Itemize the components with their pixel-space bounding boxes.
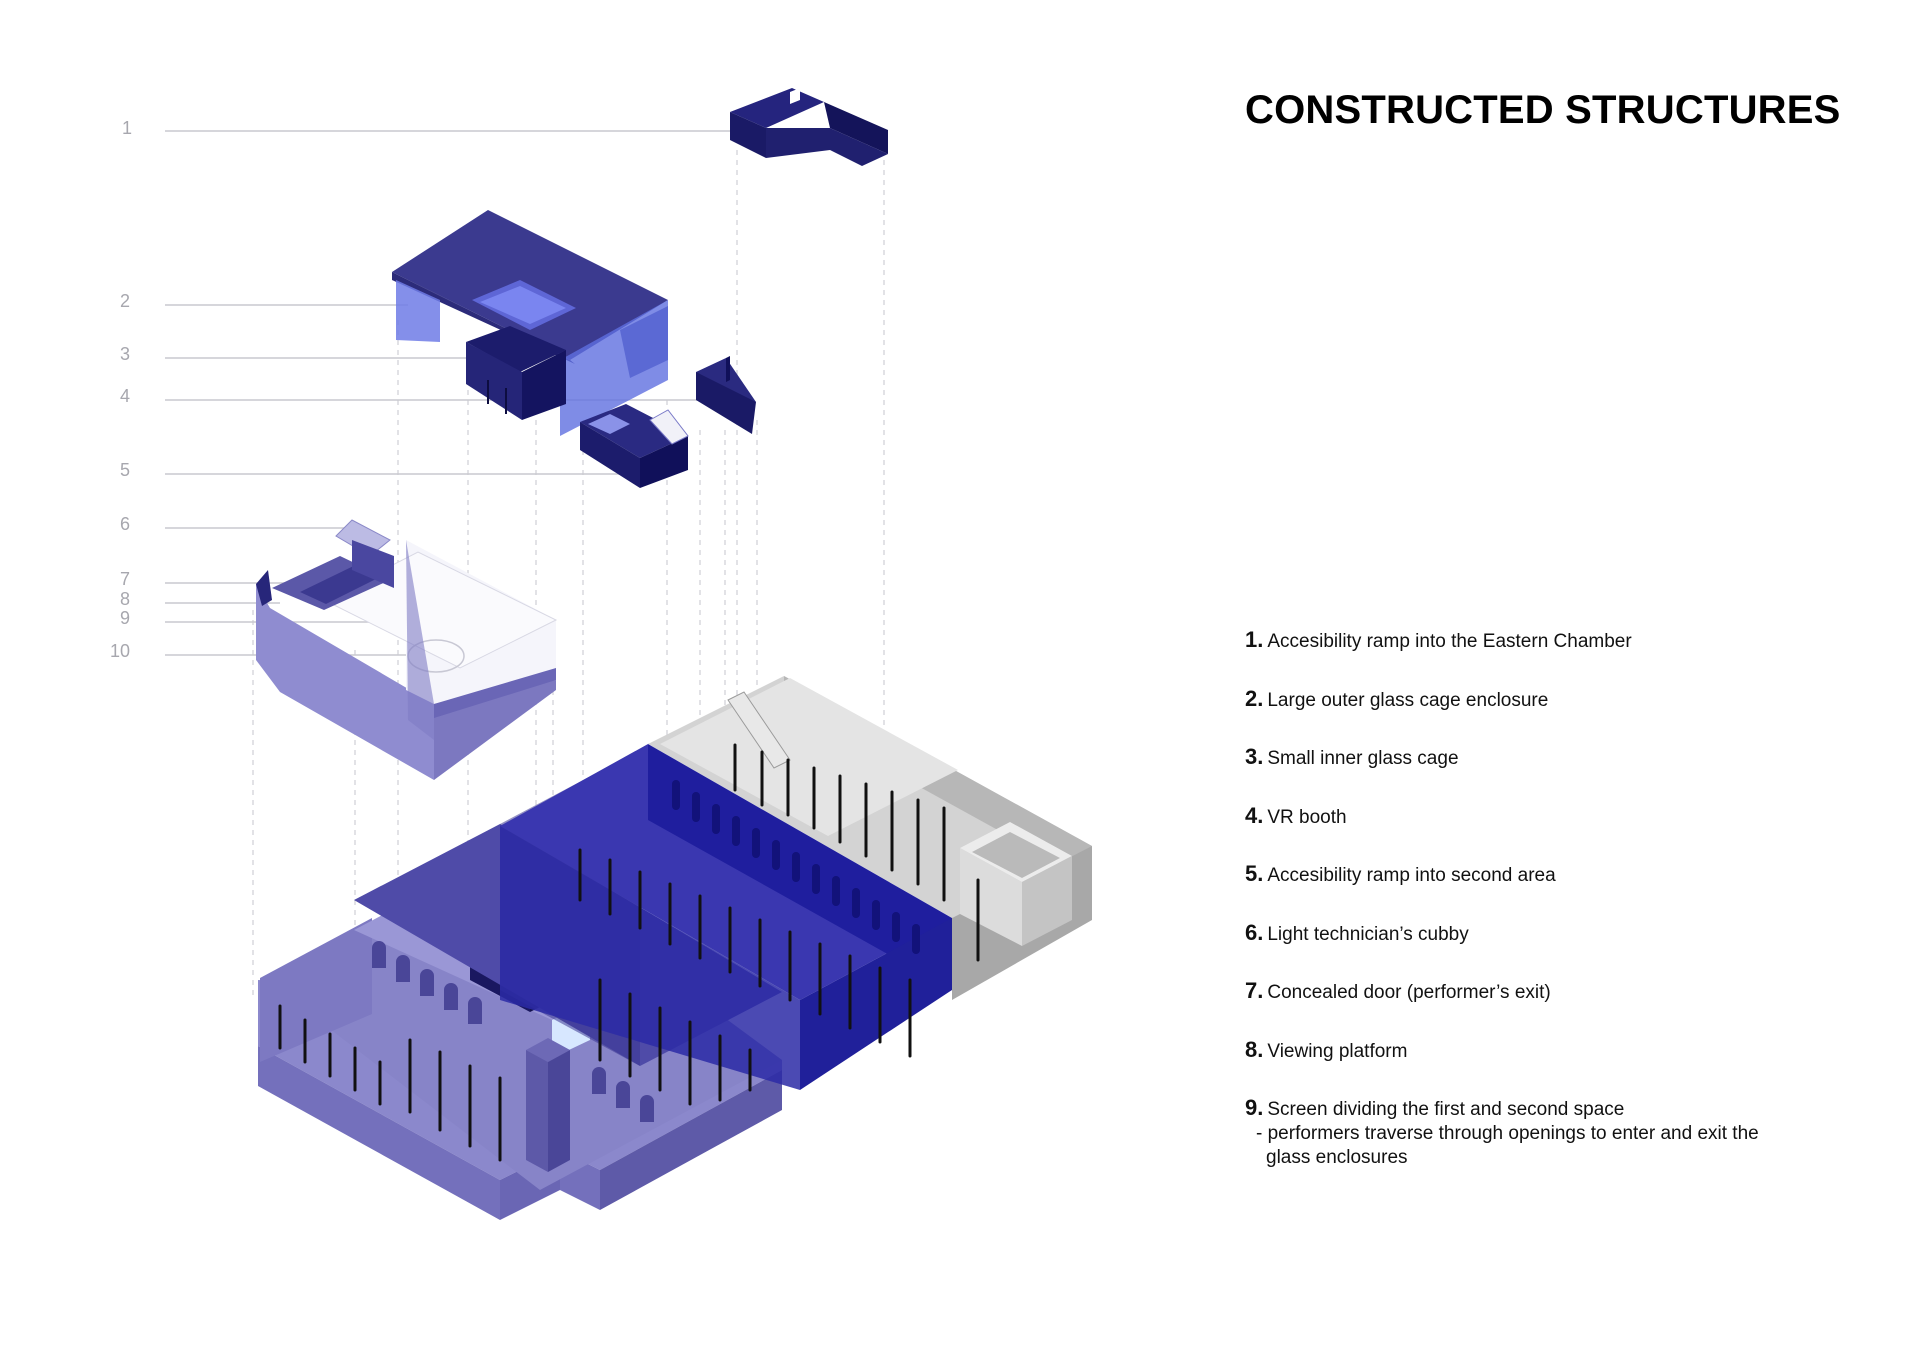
callout-7: 7 [120,569,130,589]
legend-item-1: 1.Accesibility ramp into the Eastern Cha… [1245,628,1845,654]
callout-8: 8 [120,589,130,609]
legend-number: 6. [1245,920,1264,945]
ramp-eastern-chamber [730,88,888,166]
legend-text: VR booth [1267,807,1347,828]
legend-text: Small inner glass cage [1267,748,1459,769]
legend-item-4: 4.VR booth [1245,804,1845,830]
ramp-second-area [580,404,689,488]
legend-number: 9. [1245,1095,1264,1120]
callout-3: 3 [120,344,130,364]
legend-item-5: 5.Accesibility ramp into second area [1245,862,1845,888]
legend-number: 2. [1245,686,1264,711]
viewing-platform [256,519,558,780]
legend-item-2: 2.Large outer glass cage enclosure [1245,687,1845,713]
callout-9: 9 [120,608,130,628]
legend-text: Screen dividing the first and second spa… [1267,1099,1625,1120]
callout-5: 5 [120,460,130,480]
legend-text: Viewing platform [1267,1041,1408,1062]
eastern-chamber [648,676,1092,1000]
legend-number: 4. [1245,803,1264,828]
callout-6: 6 [120,514,130,534]
callout-10: 10 [110,641,130,661]
legend-number: 8. [1245,1037,1264,1062]
legend-number: 3. [1245,744,1264,769]
legend-text: Large outer glass cage enclosure [1267,690,1549,711]
callout-4: 4 [120,386,130,406]
poles [278,743,980,1162]
legend-note: - performers traverse through openings t… [1256,1123,1759,1168]
legend-text: Accesibility ramp into the Eastern Chamb… [1267,631,1632,652]
legend-item-9: 9.Screen dividing the first and second s… [1245,1096,1845,1170]
legend-number: 5. [1245,861,1264,886]
inner-glass-cage [466,326,566,420]
legend-item-8: 8.Viewing platform [1245,1038,1845,1064]
navy-block-side [696,356,756,434]
legend-number: 1. [1245,627,1264,652]
lavender-arches [372,941,654,1122]
legend-text: Accesibility ramp into second area [1267,865,1556,886]
callout-2: 2 [120,291,130,311]
legend-item-7: 7.Concealed door (performer’s exit) [1245,979,1845,1005]
callout-1: 1 [122,118,132,138]
navy-arches [672,780,920,954]
legend-item-6: 6.Light technician’s cubby [1245,921,1845,947]
page-title: CONSTRUCTED STRUCTURES [1245,88,1841,132]
callout-numbers: 1 2 3 4 5 6 7 8 9 10 [110,118,132,661]
legend-item-3: 3.Small inner glass cage [1245,745,1845,771]
legend-text: Light technician’s cubby [1267,924,1469,945]
leader-lines [165,130,735,656]
legend-number: 7. [1245,978,1264,1003]
legend-text: Concealed door (performer’s exit) [1267,982,1551,1003]
